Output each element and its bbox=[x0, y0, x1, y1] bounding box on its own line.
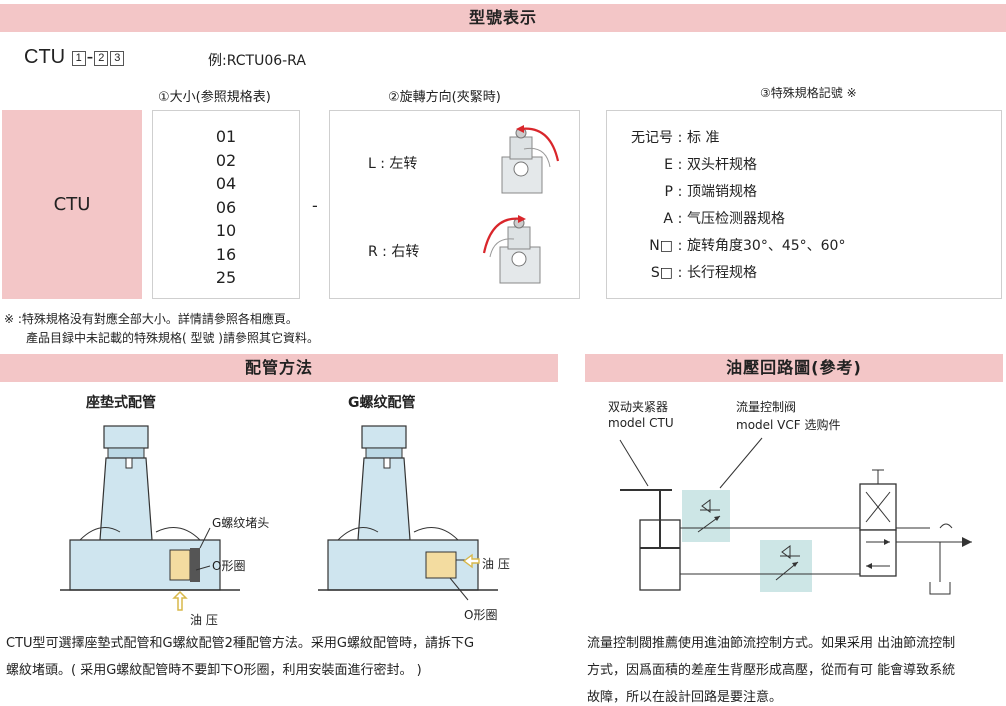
product-name-cell: CTU bbox=[2, 110, 142, 299]
oil-pressure-label-right: 油 压 bbox=[482, 557, 510, 571]
model-section-header: 型號表示 bbox=[0, 4, 1006, 32]
circuit-section-header: 油壓回路圖(參考) bbox=[585, 354, 1003, 382]
size-separator: - bbox=[312, 196, 318, 215]
special-spec-box: 无记号:标 准 E:双头杆规格 P:顶端销规格 A:气压检测器规格 N□:旋转角… bbox=[606, 110, 1002, 299]
g-thread-piping-diagram bbox=[318, 425, 498, 601]
size-item: 02 bbox=[215, 150, 237, 170]
clamp-label-2: model CTU bbox=[608, 416, 674, 430]
code-box-2: 2 bbox=[94, 51, 109, 66]
product-name: CTU bbox=[53, 194, 91, 215]
clamp-rotate-left-icon bbox=[501, 125, 560, 194]
note-line-2: 產品目録中未記載的特殊規格( 型號 )請參照其它資料。 bbox=[26, 331, 319, 345]
spec-row: 无记号:标 准 bbox=[607, 125, 1001, 152]
piping-section-header: 配管方法 bbox=[0, 354, 558, 382]
oil-pressure-label-left: 油 压 bbox=[190, 613, 218, 627]
spec-code: P bbox=[664, 184, 673, 200]
valve-label-2: model VCF 选购件 bbox=[736, 418, 841, 432]
seat-piping-diagram bbox=[60, 425, 240, 611]
note-line-1: ※ :特殊規格没有對應全部大小。詳情請參照各相應頁。 bbox=[4, 312, 298, 326]
spec-desc: 气压检测器规格 bbox=[687, 211, 785, 227]
circuit-caption-line-1: 流量控制閥推薦使用進油節流控制方式。如果采用 出油節流控制 bbox=[587, 636, 956, 651]
spec-row: N□:旋转角度30°、45°、60° bbox=[607, 233, 1001, 260]
spec-code: S□ bbox=[650, 265, 673, 281]
size-item: 16 bbox=[215, 244, 237, 264]
o-ring-label-left: O形圈 bbox=[212, 559, 246, 573]
spec-code: 无记号 bbox=[631, 130, 673, 146]
spec-desc: 长行程规格 bbox=[687, 265, 757, 281]
g-thread-piping-title: G螺纹配管 bbox=[348, 395, 416, 411]
seat-piping-title: 座垫式配管 bbox=[86, 395, 156, 411]
spec-code: A bbox=[663, 211, 673, 227]
spec-desc: 顶端销规格 bbox=[687, 184, 757, 200]
col2-title: ②旋轉方向(夾緊時) bbox=[388, 90, 501, 105]
piping-caption-line-2: 螺紋堵頭。( 采用G螺紋配管時不要卸下O形圈，利用安裝面進行密封。 ) bbox=[6, 663, 422, 678]
size-list-box: 01 02 04 06 10 16 25 bbox=[152, 110, 300, 299]
spec-row: P:顶端销规格 bbox=[607, 179, 1001, 206]
code-box-3: 3 bbox=[110, 51, 125, 66]
oil-arrow-icon bbox=[462, 553, 480, 569]
circuit-caption-line-3: 故障，所以在設計回路是要注意。 bbox=[587, 690, 783, 705]
model-example: 例:RCTU06-RA bbox=[208, 53, 306, 69]
spec-code: E bbox=[664, 157, 673, 173]
code-box-1: 1 bbox=[71, 51, 86, 66]
spec-desc: 旋转角度30°、45°、60° bbox=[687, 238, 846, 254]
size-item: 10 bbox=[215, 221, 237, 240]
valve-label-1: 流量控制阀 bbox=[736, 400, 797, 414]
col3-title: ③特殊規格記號 ※ bbox=[760, 86, 857, 100]
size-item: 25 bbox=[215, 268, 237, 287]
rotation-right-label: R : 右转 bbox=[368, 244, 420, 260]
size-item: 04 bbox=[215, 174, 237, 193]
clamp-label-1: 双动夹紧器 bbox=[608, 400, 669, 414]
col1-title: ①大小(参照規格表) bbox=[158, 90, 271, 105]
model-prefix: CTU bbox=[24, 46, 66, 68]
size-item: 01 bbox=[215, 127, 237, 146]
size-item: 06 bbox=[215, 197, 237, 217]
hydraulic-circuit-diagram bbox=[619, 437, 972, 595]
spec-row: A:气压检测器规格 bbox=[607, 206, 1001, 233]
code-dash: - bbox=[86, 46, 94, 68]
spec-code: N□ bbox=[649, 238, 673, 254]
piping-caption-line-1: CTU型可選擇座墊式配管和G螺紋配管2種配管方法。采用G螺紋配管時，請拆下G bbox=[6, 636, 475, 651]
spec-desc: 标 准 bbox=[687, 130, 720, 146]
spec-row: E:双头杆规格 bbox=[607, 152, 1001, 179]
rotation-box: L : 左转 R : 右转 bbox=[329, 110, 580, 299]
g-plug-label: G螺纹堵头 bbox=[212, 516, 270, 530]
circuit-caption-line-2: 方式，因爲面積的差産生背壓形成高壓，從而有可 能會導致系統 bbox=[587, 663, 956, 678]
spec-row: S□:长行程规格 bbox=[607, 260, 1001, 287]
o-ring-label-right: O形圈 bbox=[464, 608, 498, 622]
spec-desc: 双头杆规格 bbox=[687, 157, 757, 173]
rotation-left-label: L : 左转 bbox=[368, 156, 418, 172]
clamp-rotate-right-icon bbox=[482, 215, 541, 284]
